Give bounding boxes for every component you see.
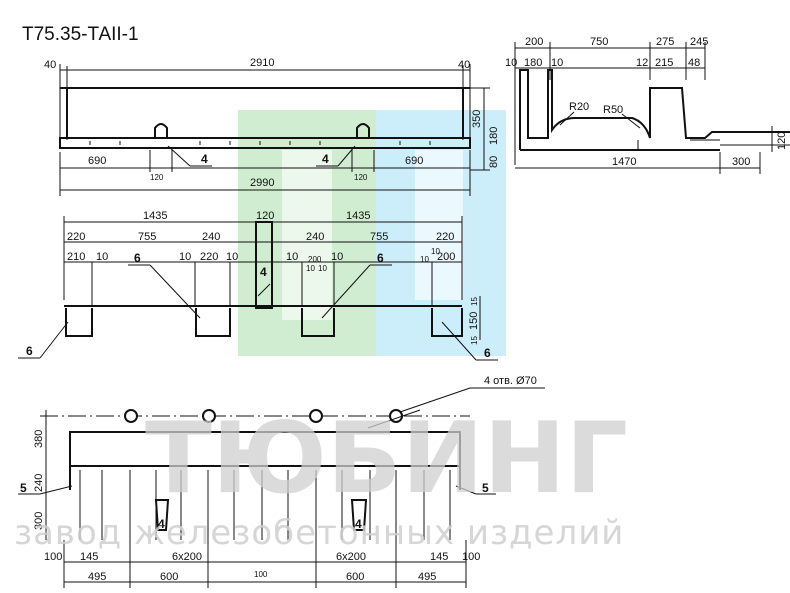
reinf-dim-small-10-b: 10 bbox=[318, 264, 327, 273]
elev-dim-180: 180 bbox=[488, 127, 500, 145]
sec-dim-200: 200 bbox=[525, 36, 543, 48]
watermark-sub-text: завод железобетонных изделий bbox=[14, 513, 624, 553]
reinf-callout-6-b: 6 bbox=[377, 251, 384, 265]
watermark-main-text: ТЮБИНГ bbox=[145, 402, 628, 516]
reinf-dim-10-f: 10 bbox=[420, 255, 429, 264]
plan-callout-4-left: 4 bbox=[158, 517, 165, 531]
plan-dim-145-right: 145 bbox=[430, 551, 448, 563]
elev-dim-2990: 2990 bbox=[250, 177, 274, 189]
reinf-dim-755-a: 755 bbox=[138, 231, 156, 243]
plan-callout-5-right: 5 bbox=[482, 481, 489, 495]
reinf-dim-10-a: 10 bbox=[96, 251, 108, 263]
sec-dim-12: 12 bbox=[636, 57, 648, 69]
sec-dim-120: 120 bbox=[776, 132, 788, 150]
elev-dim-40-left: 40 bbox=[44, 59, 56, 71]
cross-section-view: 200 750 275 245 10 180 10 12 215 48 R20 … bbox=[505, 36, 790, 174]
sec-dim-750: 750 bbox=[590, 36, 608, 48]
plan-dim-6x200-right: 6x200 bbox=[336, 551, 366, 563]
plan-dim-600-right: 600 bbox=[346, 571, 364, 583]
sec-dim-10-a: 10 bbox=[505, 57, 517, 69]
reinf-dim-150: 150 bbox=[468, 312, 480, 330]
elev-dim-120-right: 120 bbox=[354, 173, 368, 182]
reinf-dim-1435-left: 1435 bbox=[143, 210, 167, 222]
sec-radius-r50: R50 bbox=[603, 104, 623, 116]
plan-dim-300: 300 bbox=[33, 512, 45, 530]
watermark-white-cut bbox=[282, 150, 332, 320]
reinf-dim-240-b: 240 bbox=[306, 231, 324, 243]
plan-view: 4 отв. Ø70 4 4 380 240 300 5 bbox=[18, 375, 545, 588]
elev-dim-350: 350 bbox=[471, 110, 483, 128]
plan-callout-4-right: 4 bbox=[355, 517, 362, 531]
watermark-white-cut-2 bbox=[415, 150, 463, 300]
plan-dim-380: 380 bbox=[33, 430, 45, 448]
reinf-dim-120: 120 bbox=[256, 210, 274, 222]
sec-dim-300: 300 bbox=[732, 156, 750, 168]
plan-callout-5-left: 5 bbox=[20, 481, 27, 495]
reinf-dim-200-b: 200 bbox=[437, 251, 455, 263]
plan-dim-600-left: 600 bbox=[160, 571, 178, 583]
reinf-dim-200-a: 200 bbox=[308, 255, 322, 264]
reinf-dim-1435-right: 1435 bbox=[346, 210, 370, 222]
elev-callout-4-left: 4 bbox=[201, 152, 208, 166]
sec-dim-245: 245 bbox=[690, 36, 708, 48]
reinf-dim-small-10-a: 10 bbox=[306, 264, 315, 273]
reinf-dim-10-d: 10 bbox=[286, 251, 298, 263]
sec-dim-10-b: 10 bbox=[551, 57, 563, 69]
drawing-title: Т75.35-ТАII-1 bbox=[22, 24, 139, 45]
reinf-dim-210: 210 bbox=[67, 251, 85, 263]
reinf-callout-4: 4 bbox=[260, 265, 267, 279]
elevation-view: 40 2910 40 350 180 80 690 bbox=[44, 57, 500, 196]
reinf-dim-220-b: 220 bbox=[436, 231, 454, 243]
elev-dim-2910: 2910 bbox=[250, 57, 274, 69]
reinf-dim-15-a: 15 bbox=[470, 297, 479, 306]
elev-dim-690-right: 690 bbox=[405, 155, 423, 167]
reinf-callout-6-c: 6 bbox=[26, 344, 33, 358]
reinf-dim-240-a: 240 bbox=[202, 231, 220, 243]
reinf-dim-small-10-c: 10 bbox=[431, 247, 440, 256]
sec-dim-48: 48 bbox=[688, 57, 700, 69]
plan-dim-240: 240 bbox=[33, 474, 45, 492]
reinforcement-view: 1435 120 1435 220 755 240 240 755 220 21… bbox=[18, 210, 498, 361]
elev-dim-80: 80 bbox=[488, 156, 500, 168]
elev-callout-4-right: 4 bbox=[322, 152, 329, 166]
plan-dim-100-left: 100 bbox=[44, 551, 62, 563]
reinf-dim-10-e: 10 bbox=[331, 251, 343, 263]
sec-dim-275: 275 bbox=[656, 36, 674, 48]
sec-dim-215: 215 bbox=[655, 57, 673, 69]
reinf-dim-10-b: 10 bbox=[179, 251, 191, 263]
plan-dim-100-center: 100 bbox=[254, 570, 268, 579]
reinf-callout-6-a: 6 bbox=[134, 251, 141, 265]
reinf-callout-6-d: 6 bbox=[484, 346, 491, 360]
reinf-dim-10-c: 10 bbox=[226, 251, 238, 263]
plan-holes-label: 4 отв. Ø70 bbox=[484, 375, 537, 387]
reinf-dim-220-c: 220 bbox=[200, 251, 218, 263]
reinf-dim-15-b: 15 bbox=[470, 336, 479, 345]
reinf-dim-755-b: 755 bbox=[370, 231, 388, 243]
elev-dim-120-left: 120 bbox=[150, 173, 164, 182]
sec-dim-180: 180 bbox=[524, 57, 542, 69]
plan-dim-6x200-left: 6x200 bbox=[172, 551, 202, 563]
reinf-dim-220-a: 220 bbox=[67, 231, 85, 243]
sec-dim-1470: 1470 bbox=[612, 156, 636, 168]
elev-dim-690-left: 690 bbox=[88, 155, 106, 167]
sec-radius-r20: R20 bbox=[569, 101, 589, 113]
elev-dim-40-right: 40 bbox=[458, 59, 470, 71]
plan-dim-495-right: 495 bbox=[418, 571, 436, 583]
plan-dim-100-right: 100 bbox=[462, 551, 480, 563]
plan-dim-145-left: 145 bbox=[80, 551, 98, 563]
plan-dim-495-left: 495 bbox=[88, 571, 106, 583]
